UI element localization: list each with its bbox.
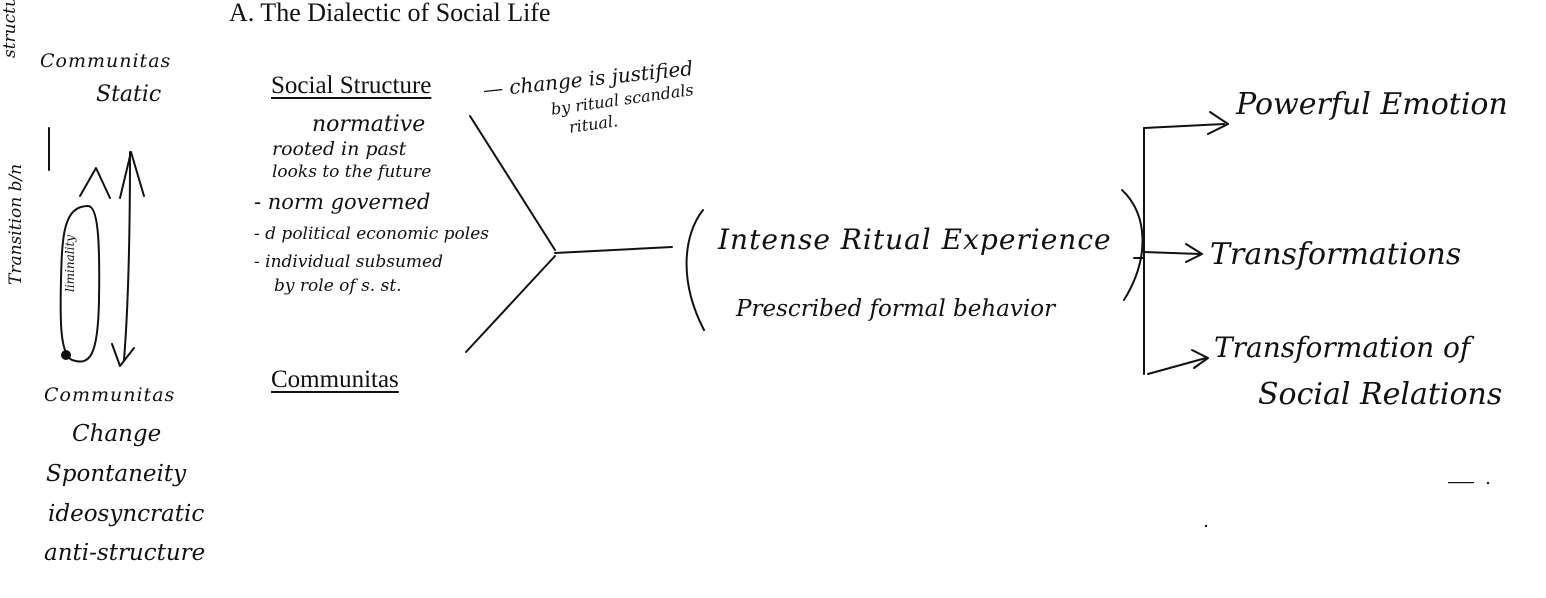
note-political-economic: - d political economic poles xyxy=(254,224,490,244)
margin-static-label: Static xyxy=(96,82,162,107)
prescribed-formal-behavior: Prescribed formal behavior xyxy=(736,296,1056,322)
margin-anti-structure: anti-structure xyxy=(44,540,206,566)
outcome-transformation-of: Transformation of xyxy=(1214,331,1471,364)
branch-middle xyxy=(1143,251,1201,255)
note-looks-to-future: looks to the future xyxy=(272,162,432,182)
page-title: A. The Dialectic of Social Life xyxy=(229,0,551,27)
margin-up-arrow-right xyxy=(119,151,145,199)
arrow-top xyxy=(1207,111,1229,135)
paren-right xyxy=(1121,189,1144,301)
margin-long-line xyxy=(123,151,131,361)
intense-ritual-experience: Intense Ritual Experience xyxy=(718,223,1112,256)
note-rooted-in-past: rooted in past xyxy=(272,138,407,160)
liminality-loop xyxy=(59,205,101,363)
note-by-role: by role of s. st. xyxy=(274,276,402,296)
funnel-stem xyxy=(554,246,673,254)
margin-down-arrow xyxy=(111,343,135,367)
heading-communitas: Communitas xyxy=(271,366,399,393)
branch-top xyxy=(1143,123,1225,129)
margin-spontaneity: Spontaneity xyxy=(46,461,187,487)
paren-left xyxy=(685,209,705,331)
stray-dot-2 xyxy=(1204,524,1208,528)
liminality-dot xyxy=(61,350,71,360)
margin-change: Change xyxy=(72,421,162,447)
arrow-middle xyxy=(1185,243,1203,263)
margin-communitas-lower: Communitas xyxy=(44,384,176,406)
note-norm-governed: - norm governed xyxy=(254,190,431,214)
stray-dash xyxy=(1448,482,1474,484)
branch-bottom xyxy=(1147,357,1207,375)
margin-up-arrow-left xyxy=(79,167,111,199)
outcome-transformations: Transformations xyxy=(1210,237,1462,272)
outcome-social-relations: Social Relations xyxy=(1258,377,1503,412)
stray-dot-1 xyxy=(1486,481,1490,485)
heading-social-structure: Social Structure xyxy=(271,72,432,99)
funnel-lower-line xyxy=(465,255,556,353)
outcome-powerful-emotion: Powerful Emotion xyxy=(1236,87,1508,122)
note-normative: normative xyxy=(312,112,426,137)
note-individual-subsumed: - individual subsumed xyxy=(254,252,443,272)
arrow-bottom xyxy=(1191,349,1209,369)
funnel-upper-line xyxy=(469,115,556,251)
margin-communitas-label: Communitas xyxy=(40,50,172,72)
margin-ideosyncratic: ideosyncratic xyxy=(48,501,205,527)
